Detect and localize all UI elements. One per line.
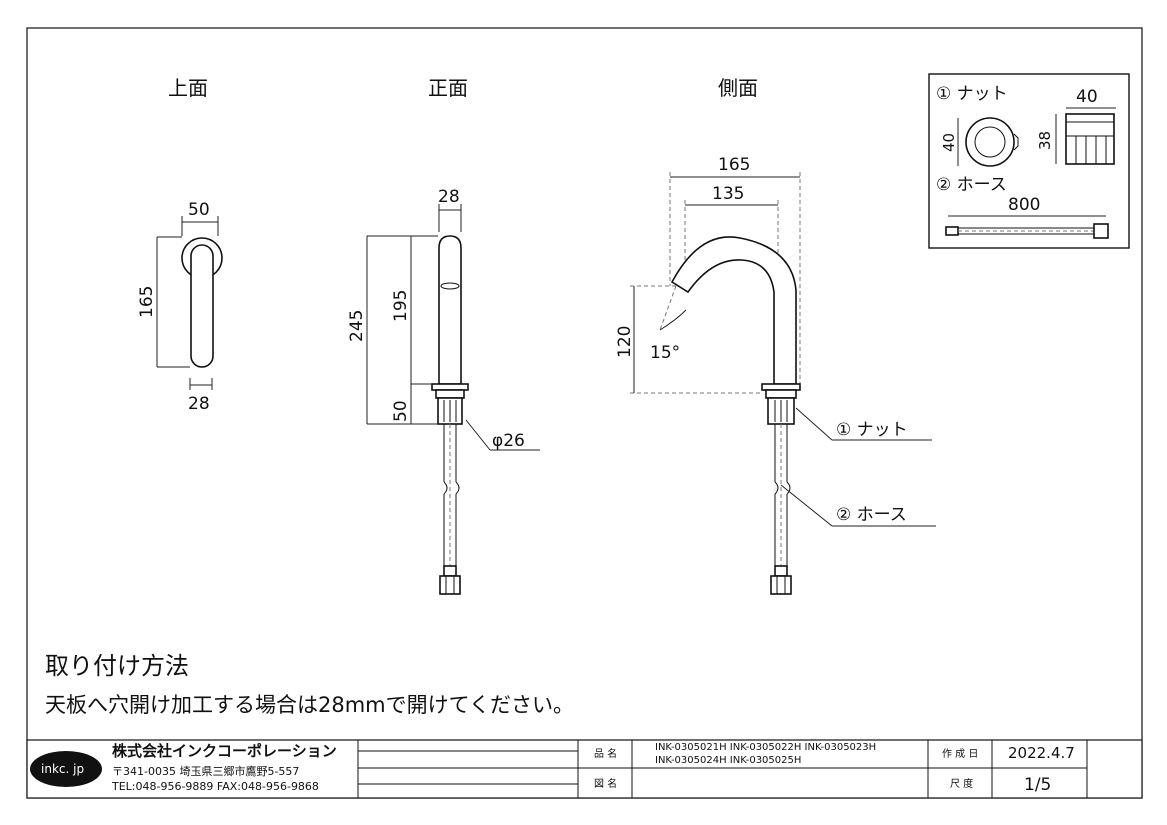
company-name: 株式会社インクコーポレーション [112, 742, 337, 760]
parts-box: ① ナット 40 40 38 ② ホース 800 [928, 73, 1130, 249]
front-lower-dim: 50 [391, 400, 411, 422]
parts-hose-length: 800 [1008, 195, 1040, 215]
top-length-dim: 165 [137, 286, 157, 318]
side-view-title: 側面 [718, 76, 758, 100]
install-heading: 取り付け方法 [45, 652, 189, 680]
side-angle-dim: 15° [650, 343, 680, 363]
parts-nut-label: ① ナット [936, 84, 1008, 104]
hose-callout: ② ホース [836, 505, 907, 525]
front-view: 28 245 195 50 φ26 [347, 187, 540, 595]
install-instruction: 天板へ穴開け加工する場合は28mmで開けてください。 [45, 693, 574, 717]
product-codes-line2: INK-0305024H INK-0305025H [655, 755, 801, 766]
side-reach-inner-dim: 135 [712, 184, 744, 204]
parts-nut-height: 38 [1036, 131, 1054, 150]
scale-label: 尺 度 [950, 777, 973, 790]
company-address: 〒341-0035 埼玉県三郷市鷹野5-557 [112, 764, 299, 778]
parts-nut-diameter: 40 [940, 133, 958, 152]
side-reach-outer-dim: 165 [718, 155, 750, 175]
logo-text: inkc. jp [41, 762, 84, 776]
top-view: 50 165 28 [137, 200, 223, 414]
front-total-dim: 245 [347, 310, 367, 342]
front-upper-dim: 195 [391, 290, 411, 322]
top-view-title: 上面 [168, 76, 208, 100]
front-width-dim: 28 [438, 187, 460, 207]
created-date: 2022.4.7 [1008, 744, 1075, 762]
product-name-label: 品 名 [594, 747, 617, 760]
nut-callout: ① ナット [836, 420, 908, 440]
drawing-name-label: 図 名 [594, 777, 617, 790]
product-codes-line1: INK-0305021H INK-0305022H INK-0305023H [655, 742, 876, 753]
top-base-dim: 28 [188, 394, 210, 414]
created-date-label: 作 成 日 [942, 748, 978, 760]
side-height-dim: 120 [615, 326, 635, 358]
title-block: inkc. jp 株式会社インクコーポレーション 〒341-0035 埼玉県三郷… [26, 739, 1143, 799]
company-contact: TEL:048-956-9889 FAX:048-956-9868 [111, 780, 319, 793]
parts-nut-width: 40 [1076, 87, 1098, 107]
company-logo [30, 751, 102, 787]
parts-hose-label: ② ホース [936, 175, 1007, 195]
scale-value: 1/5 [1024, 775, 1051, 795]
front-diameter-dim: φ26 [492, 431, 525, 451]
side-view: 165 135 120 15° ① ナット ② [615, 155, 936, 595]
top-width-dim: 50 [188, 200, 210, 220]
front-view-title: 正面 [428, 76, 468, 100]
